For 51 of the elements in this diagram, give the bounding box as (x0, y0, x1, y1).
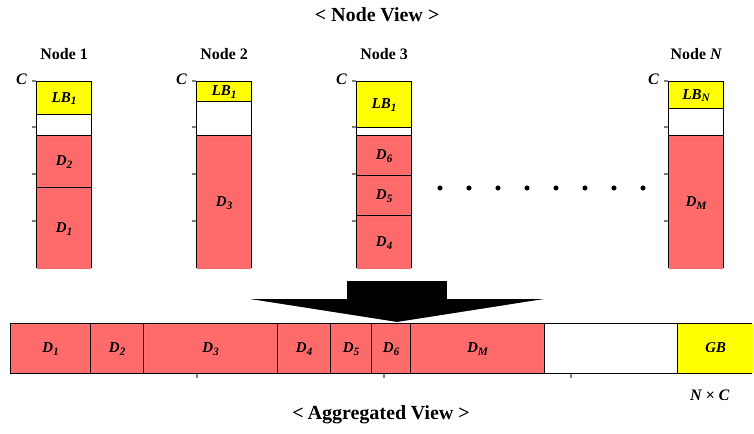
data-segment (331, 324, 372, 373)
buffer-segment (37, 82, 91, 115)
aggregated-bar (10, 323, 752, 374)
segment-label: D$_{5}$ (376, 188, 392, 203)
segment-label: D$_{6}$ (382, 341, 400, 356)
column-heading: Node 1 (39, 47, 89, 63)
segment-label: D$_{6}$ (376, 148, 392, 163)
data-segment (411, 324, 545, 373)
segment-label: D$_{M}$ (467, 341, 488, 356)
segment-label: D$_{4}$ (296, 341, 312, 356)
axis-label: C (16, 72, 27, 88)
segment-label: D$_{4}$ (376, 235, 392, 250)
segment-label: D$_{1}$ (56, 221, 72, 236)
data-segment (144, 324, 278, 373)
data-segment (357, 176, 411, 216)
axis-label: N × C (690, 388, 730, 404)
axis-label: C (648, 72, 659, 88)
data-segment (357, 136, 411, 176)
segment-label: D$_{2}$ (108, 341, 126, 356)
segment-label: D$_{5}$ (342, 341, 360, 356)
buffer-segment (197, 82, 251, 102)
segment-label: D$_{M}$ (686, 195, 706, 210)
data-segment (278, 324, 331, 373)
segment-label: LB$_{1}$ (372, 97, 396, 112)
column-heading: Node 3 (359, 47, 409, 63)
caption: < Aggregated View > (291, 401, 471, 426)
data-segment (37, 188, 91, 269)
segment-label: D$_{3}$ (202, 341, 219, 356)
data-segment (11, 324, 91, 373)
data-segment (669, 136, 723, 269)
buffer-segment (357, 82, 411, 128)
buffer-segment (669, 82, 723, 109)
data-segment (197, 136, 251, 269)
segment-label: LB$_{1}$ (52, 90, 76, 106)
column-heading: Node 2 (199, 47, 249, 63)
axis-label: C (336, 72, 347, 88)
axis-label: C (176, 72, 187, 88)
data-segment (37, 136, 91, 188)
column-heading: Node N (669, 47, 723, 63)
title: < Node View > (314, 3, 440, 28)
buffer-segment (678, 324, 753, 373)
segment-label: LB$_{1}$ (212, 84, 236, 99)
block-arrow (250, 281, 544, 322)
data-segment (372, 324, 411, 373)
data-segment (91, 324, 144, 373)
segment-label: GB (705, 341, 726, 356)
data-segment (357, 216, 411, 269)
segment-label: D$_{2}$ (56, 154, 72, 169)
segment-label: LB$_{N}$ (682, 88, 710, 102)
segment-label: D$_{1}$ (42, 341, 59, 356)
segment-label: D$_{3}$ (216, 195, 232, 210)
